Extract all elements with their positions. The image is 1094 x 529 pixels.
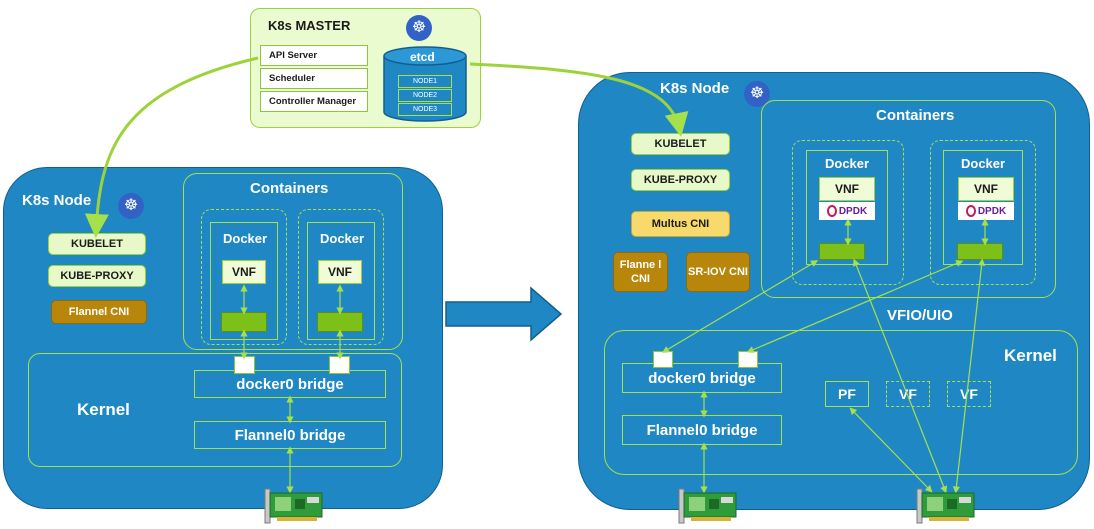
dpdk-logo-icon <box>965 205 976 217</box>
left-containers-title: Containers <box>250 180 329 197</box>
network-card-icon <box>916 488 975 524</box>
right-docker-2-label: Docker <box>961 156 1006 171</box>
right-sriov-cni: SR-IOV CNI <box>686 252 750 292</box>
left-bridge-port-2 <box>329 356 350 374</box>
left-vnf-1-port <box>221 312 267 332</box>
left-kernel-label: Kernel <box>77 400 130 419</box>
left-docker-1-label: Docker <box>223 231 268 246</box>
right-docker0-bridge: docker0 bridge <box>622 363 782 393</box>
right-bridge-port-2 <box>738 351 758 368</box>
master-controller-manager: Controller Manager <box>260 91 368 112</box>
right-node-title: K8s Node <box>660 80 730 97</box>
network-card-icon <box>264 488 323 524</box>
left-vnf-2: VNF <box>318 260 362 284</box>
etcd-node-3: NODE3 <box>398 103 452 116</box>
right-arrow-icon <box>445 286 563 342</box>
left-flannel0-bridge: Flannel0 bridge <box>194 421 386 449</box>
etcd-node-1: NODE1 <box>398 75 452 88</box>
right-docker-1-label: Docker <box>825 156 870 171</box>
right-flannel-cni: Flanne l CNI <box>613 252 668 292</box>
etcd-cylinder <box>383 46 467 122</box>
left-docker-2-label: Docker <box>320 231 365 246</box>
left-vnf-1: VNF <box>222 260 266 284</box>
vfio-uio-label: VFIO/UIO <box>887 307 953 324</box>
vf-box-2: VF <box>947 381 991 407</box>
left-node-title: K8s Node <box>22 192 92 209</box>
left-containers-box <box>183 173 403 350</box>
right-containers-title: Containers <box>876 107 955 124</box>
right-flannel0-bridge: Flannel0 bridge <box>622 415 782 445</box>
master-api-server: API Server <box>260 45 368 66</box>
right-bridge-port-1 <box>653 351 673 368</box>
master-title: K8s MASTER <box>268 18 351 33</box>
right-vnf-2-port <box>957 243 1003 260</box>
left-kubelet: KUBELET <box>48 233 146 255</box>
right-vnf-2: VNF <box>958 177 1014 201</box>
etcd-label: etcd <box>410 50 435 64</box>
left-flannel-cni: Flannel CNI <box>51 300 147 324</box>
master-scheduler: Scheduler <box>260 68 368 89</box>
left-docker0-bridge: docker0 bridge <box>194 370 386 398</box>
right-dpdk-2: DPDK <box>958 202 1014 220</box>
left-bridge-port-1 <box>234 356 255 374</box>
dpdk-logo-icon <box>826 205 837 217</box>
right-vnf-1: VNF <box>819 177 875 201</box>
etcd-node-2: NODE2 <box>398 89 452 102</box>
right-dpdk-1: DPDK <box>819 202 875 220</box>
master-k8s-icon: ☸ <box>406 15 432 41</box>
left-k8s-icon: ☸ <box>118 193 144 219</box>
left-kernel-box <box>28 353 402 467</box>
right-kubelet: KUBELET <box>631 133 730 155</box>
vf-box-1: VF <box>886 381 930 407</box>
left-kube-proxy: KUBE-PROXY <box>48 265 146 287</box>
right-kube-proxy: KUBE-PROXY <box>631 169 730 191</box>
network-card-icon <box>678 488 737 524</box>
right-multus-cni: Multus CNI <box>631 211 730 237</box>
right-kernel-label: Kernel <box>1004 346 1057 365</box>
right-dpdk-2-label: DPDK <box>977 205 1007 217</box>
left-vnf-2-port <box>317 312 363 332</box>
pf-box: PF <box>825 381 869 407</box>
right-vnf-1-port <box>819 243 865 260</box>
right-dpdk-1-label: DPDK <box>838 205 868 217</box>
